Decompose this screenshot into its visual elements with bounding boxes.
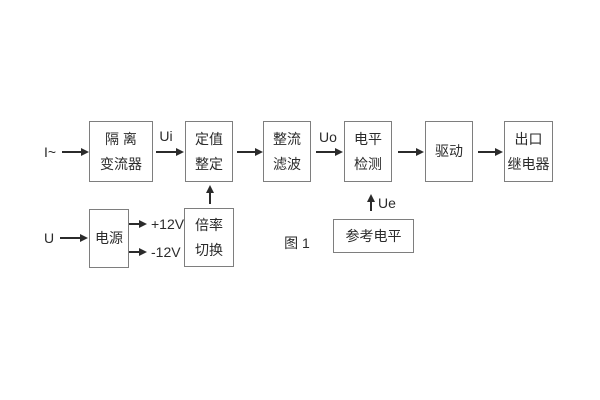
label-ui: Ui	[159, 128, 173, 144]
arrow-rail-neg	[129, 251, 139, 253]
label-input-voltage: U	[43, 230, 55, 246]
block-output-relay: 出口 继电器	[504, 121, 553, 182]
label-input-current: I~	[43, 144, 57, 160]
arrow-ratio-to-setting	[209, 193, 211, 204]
arrow-drive-to-relay	[478, 151, 495, 153]
block-ratio-switch: 倍率 切换	[184, 208, 234, 267]
block-isolation-transformer: 隔 离 变流器	[89, 121, 153, 182]
block-line: 定值	[195, 130, 223, 147]
block-line: 出口	[514, 130, 543, 147]
block-line: 整流	[273, 130, 301, 147]
block-line: 变流器	[100, 155, 142, 172]
arrow-level-to-drive	[398, 151, 416, 153]
block-rectify-filter: 整流 滤波	[263, 121, 311, 182]
block-line: 滤波	[273, 155, 301, 172]
arrow-input-voltage	[60, 237, 80, 239]
label-ue: Ue	[378, 195, 396, 211]
block-line: 切换	[195, 241, 223, 258]
block-reference-level: 参考电平	[333, 219, 414, 253]
block-drive: 驱动	[425, 121, 473, 182]
arrow-rail-pos	[129, 223, 139, 225]
label-rail-neg: -12V	[151, 244, 181, 260]
block-line: 检测	[354, 155, 382, 172]
block-line: 整定	[195, 155, 223, 172]
arrow-ue	[370, 202, 372, 211]
block-line: 继电器	[507, 155, 550, 172]
arrow-setting-to-rectify	[237, 151, 255, 153]
block-line: 驱动	[435, 143, 463, 159]
block-line: 参考电平	[345, 227, 402, 244]
block-line: 电源	[95, 230, 123, 246]
arrow-input-current	[62, 151, 81, 153]
block-power-supply: 电源	[89, 209, 129, 268]
block-setting-adjust: 定值 整定	[185, 121, 233, 182]
arrow-ui	[156, 151, 176, 153]
block-line: 倍率	[195, 216, 223, 233]
figure-caption: 图 1	[284, 235, 310, 251]
block-level-detect: 电平 检测	[344, 121, 392, 182]
arrow-uo	[316, 151, 335, 153]
label-rail-pos: +12V	[151, 216, 185, 232]
block-line: 电平	[354, 130, 382, 147]
label-uo: Uo	[319, 129, 337, 145]
block-line: 隔 离	[105, 130, 137, 147]
